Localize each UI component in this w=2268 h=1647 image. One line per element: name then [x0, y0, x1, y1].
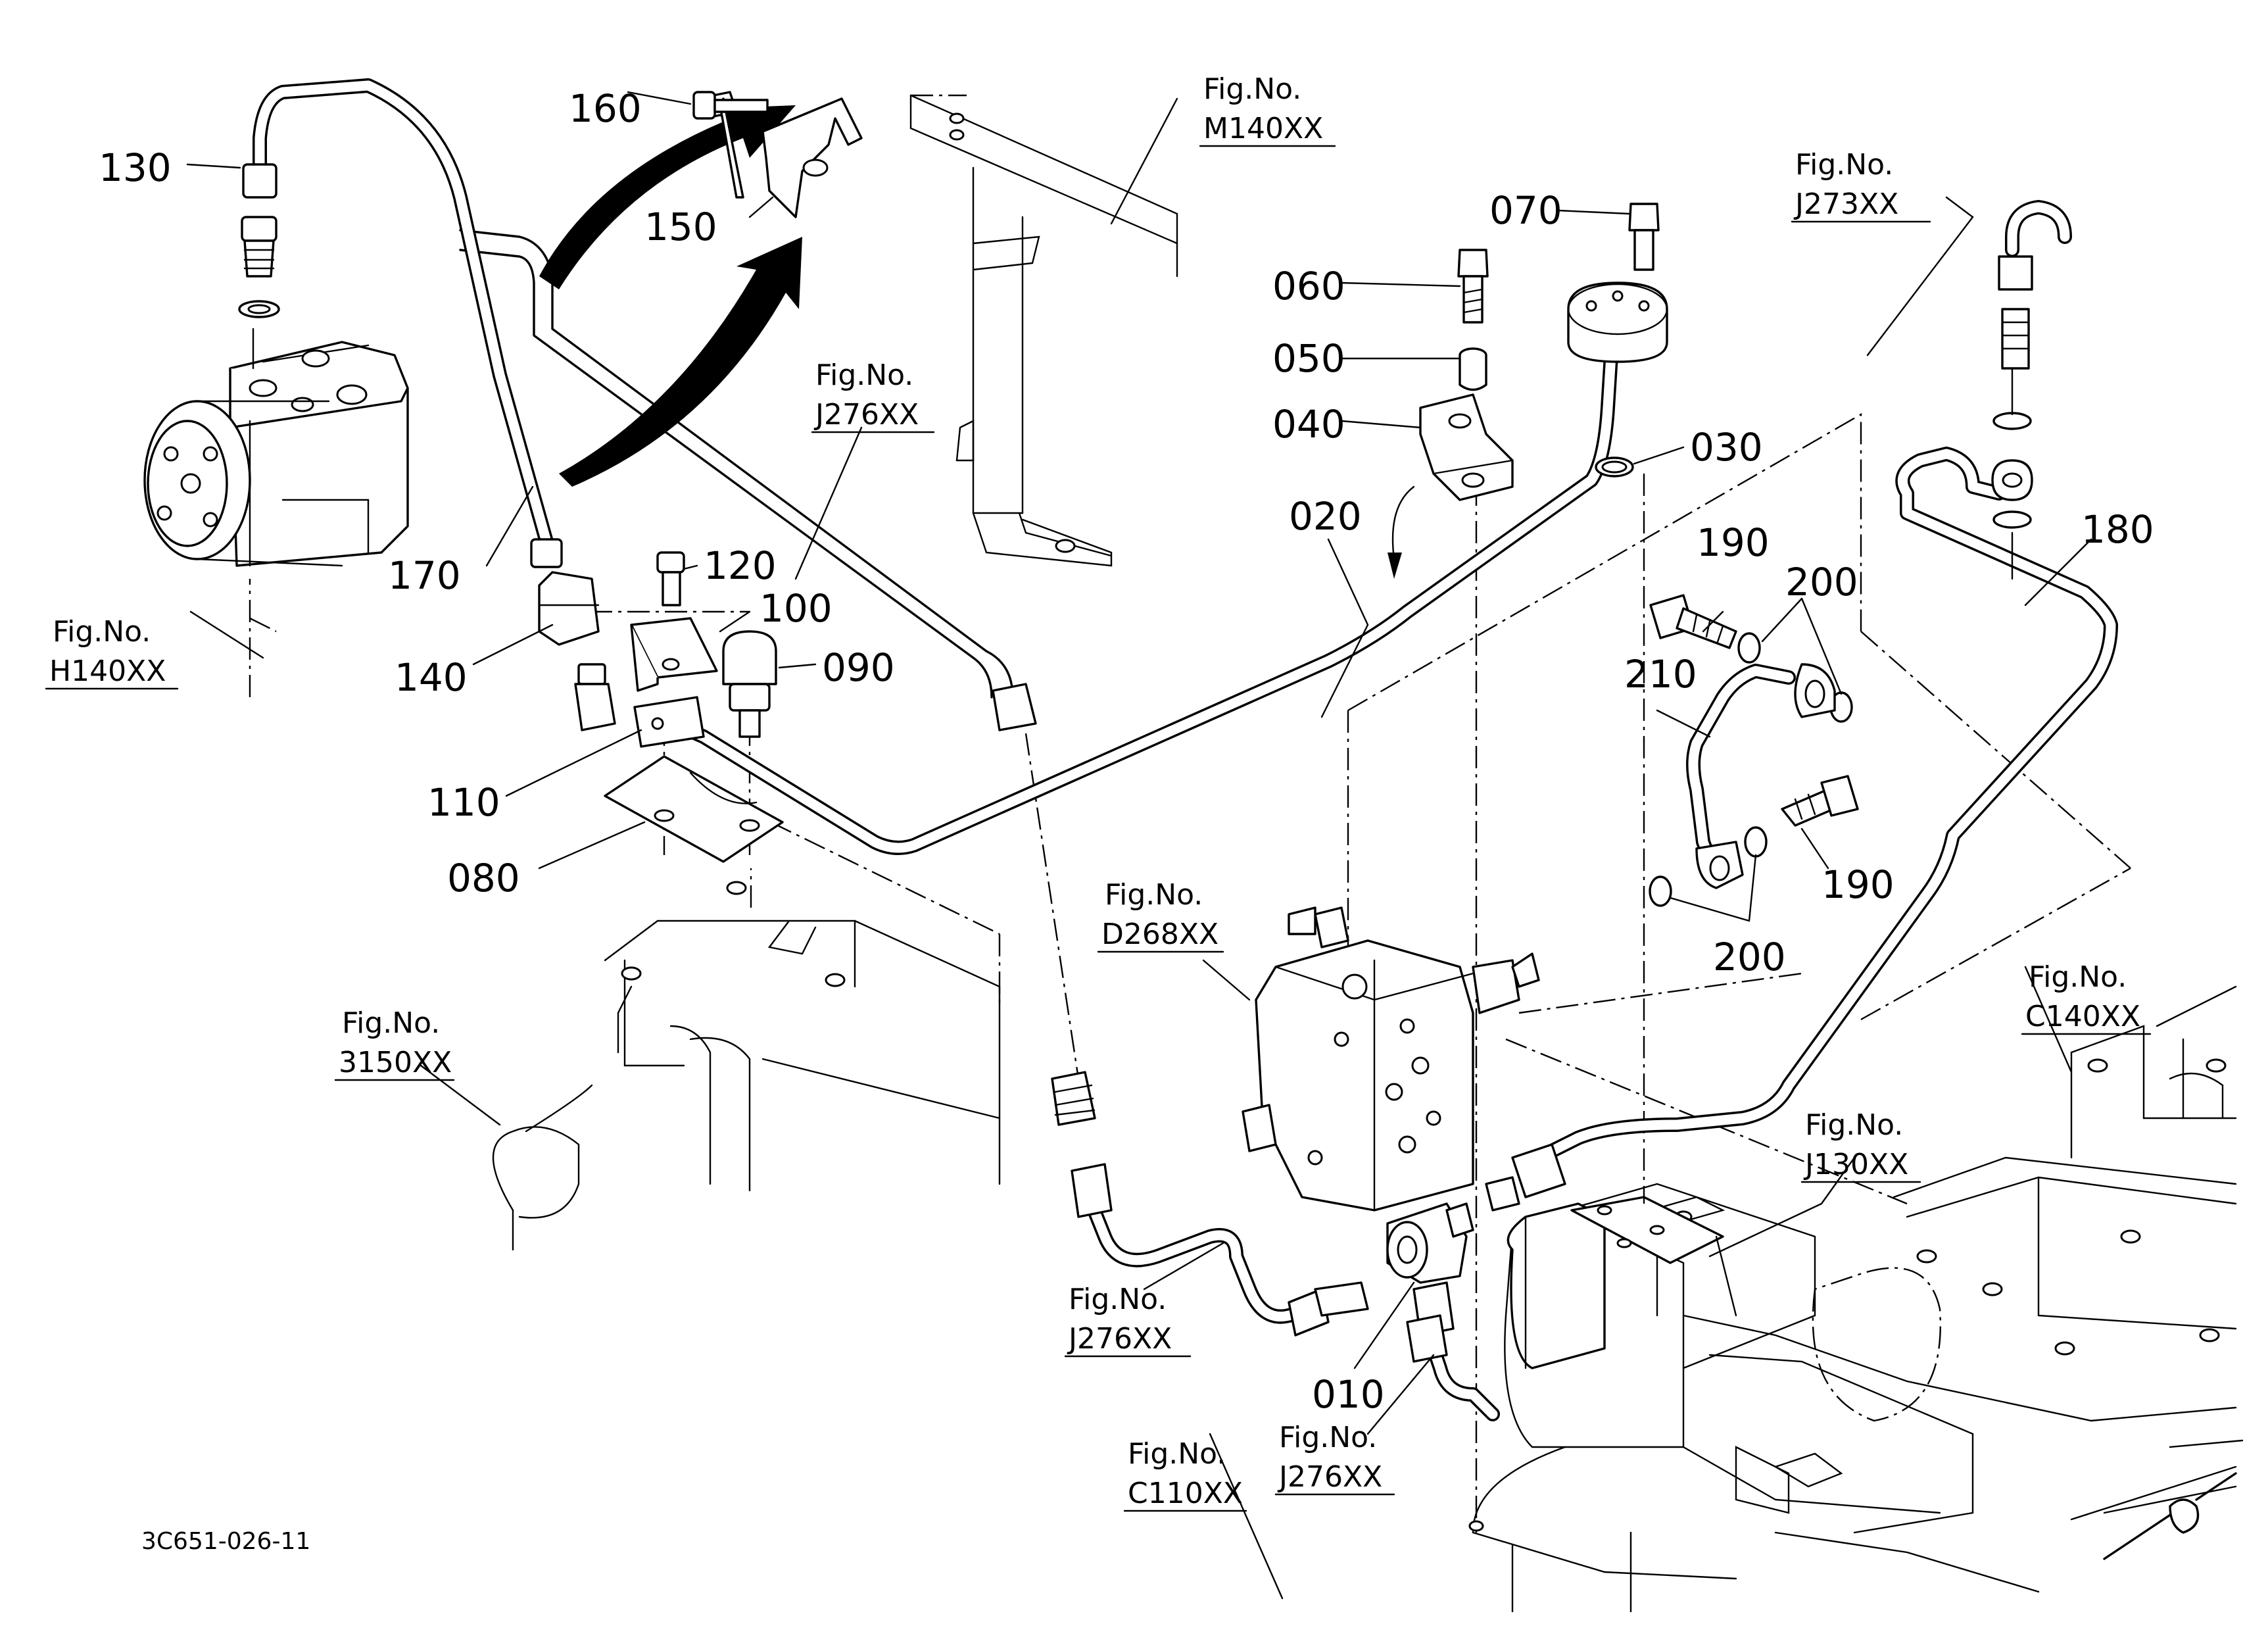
steering-unit — [143, 328, 409, 567]
banjo-bolt-190-top — [1649, 594, 1737, 649]
label-190-top: 190 — [1697, 520, 1770, 565]
label-100: 100 — [760, 586, 832, 631]
svg-text:J276XX: J276XX — [1067, 1322, 1172, 1356]
bolt-120 — [656, 551, 685, 606]
diagram-code: 3C651-026-11 — [141, 1528, 310, 1555]
tie-rod-detail — [2103, 1472, 2237, 1560]
components — [143, 91, 2033, 1363]
pipes — [253, 78, 2118, 1421]
leader-lines — [186, 91, 2092, 1600]
washer-200-c — [1744, 826, 1768, 858]
collar-050 — [1459, 347, 1487, 391]
figref-d268[interactable]: Fig.No. D268XX — [1097, 878, 1224, 953]
svg-text:Fig.No.: Fig.No. — [1203, 72, 1301, 106]
label-020: 020 — [1289, 494, 1362, 539]
fitting-j276-top — [992, 683, 1037, 731]
svg-text:3150XX: 3150XX — [339, 1046, 452, 1079]
label-150: 150 — [644, 205, 717, 249]
label-170: 170 — [388, 553, 461, 598]
label-040: 040 — [1272, 402, 1345, 447]
fitting-140 — [530, 538, 616, 731]
label-110: 110 — [427, 780, 500, 825]
plate-080 — [604, 755, 784, 863]
figref-j276-bottom-left[interactable]: Fig.No. J276XX — [1064, 1283, 1192, 1358]
svg-text:Fig.No.: Fig.No. — [1128, 1437, 1226, 1471]
reference-frames — [249, 94, 2244, 1613]
label-200-bottom: 200 — [1713, 935, 1786, 979]
figref-j276-bottom-right[interactable]: Fig.No. J276XX — [1274, 1421, 1395, 1496]
plug-090 — [722, 630, 777, 738]
fitting-130 — [238, 163, 280, 318]
svg-text:C140XX: C140XX — [2025, 1000, 2140, 1033]
figref-j276-top[interactable]: Fig.No. J276XX — [811, 358, 935, 433]
label-120: 120 — [704, 543, 777, 588]
svg-text:M140XX: M140XX — [1203, 112, 1323, 145]
label-180: 180 — [2081, 507, 2154, 552]
pipe-block-020 — [1567, 282, 1668, 363]
svg-text:Fig.No.: Fig.No. — [1069, 1283, 1167, 1316]
figref-j273[interactable]: Fig.No. J273XX — [1791, 148, 1931, 223]
label-210: 210 — [1624, 652, 1697, 697]
figref-j130[interactable]: Fig.No. J130XX — [1800, 1108, 1921, 1183]
bolt-070 — [1628, 203, 1660, 271]
svg-text:J273XX: J273XX — [1793, 187, 1898, 221]
figure-references: Fig.No. M140XX Fig.No. J273XX Fig.No. J2… — [45, 72, 2152, 1512]
bracket-100 — [630, 617, 718, 692]
svg-text:Fig.No.: Fig.No. — [53, 615, 151, 649]
label-060: 060 — [1272, 264, 1345, 308]
svg-text:Fig.No.: Fig.No. — [815, 358, 913, 392]
svg-text:J276XX: J276XX — [813, 398, 919, 431]
bolt-160 — [692, 91, 769, 120]
washer-200-a — [1737, 632, 1761, 664]
washer-200-d — [1649, 875, 1672, 907]
figref-h140[interactable]: Fig.No. H140XX — [45, 615, 179, 690]
bolt-060 — [1457, 249, 1489, 324]
svg-text:Fig.No.: Fig.No. — [1805, 1108, 1903, 1142]
figref-c110[interactable]: Fig.No. C110XX — [1123, 1437, 1247, 1512]
svg-text:J276XX: J276XX — [1277, 1460, 1382, 1494]
svg-text:Fig.No.: Fig.No. — [1795, 148, 1893, 182]
fitting-180-bottom — [1511, 1143, 1566, 1198]
label-130: 130 — [99, 145, 172, 190]
label-050: 050 — [1272, 336, 1345, 381]
label-200-top: 200 — [1785, 560, 1858, 604]
svg-text:Fig.No.: Fig.No. — [1279, 1421, 1377, 1454]
elbow-010 — [1386, 1202, 1474, 1337]
label-030: 030 — [1690, 425, 1763, 470]
control-valve — [1242, 906, 1540, 1212]
clamp-110 — [633, 696, 705, 748]
figref-3150[interactable]: Fig.No. 3150XX — [334, 1006, 455, 1081]
bracket-040 — [1419, 393, 1514, 501]
figref-m140[interactable]: Fig.No. M140XX — [1199, 72, 1336, 147]
label-090: 090 — [822, 645, 895, 690]
label-070: 070 — [1489, 188, 1562, 233]
svg-text:Fig.No.: Fig.No. — [2029, 960, 2127, 994]
label-160: 160 — [569, 86, 642, 131]
svg-text:C110XX: C110XX — [1128, 1477, 1243, 1510]
label-190-bottom: 190 — [1822, 862, 1894, 907]
label-140: 140 — [395, 655, 468, 700]
svg-text:D268XX: D268XX — [1101, 918, 1218, 951]
svg-text:Fig.No.: Fig.No. — [1105, 878, 1203, 912]
figref-c140[interactable]: Fig.No. C140XX — [2021, 960, 2152, 1035]
svg-text:Fig.No.: Fig.No. — [342, 1006, 440, 1040]
banjo-bolt-190-bottom — [1781, 775, 1859, 827]
label-010: 010 — [1312, 1372, 1385, 1417]
part-labels: 130 160 150 070 060 050 040 030 020 170 … — [99, 86, 2154, 1417]
label-080: 080 — [447, 856, 520, 900]
svg-text:J130XX: J130XX — [1803, 1148, 1908, 1181]
assembly-arrows — [539, 105, 1415, 579]
svg-text:H140XX: H140XX — [49, 654, 166, 688]
